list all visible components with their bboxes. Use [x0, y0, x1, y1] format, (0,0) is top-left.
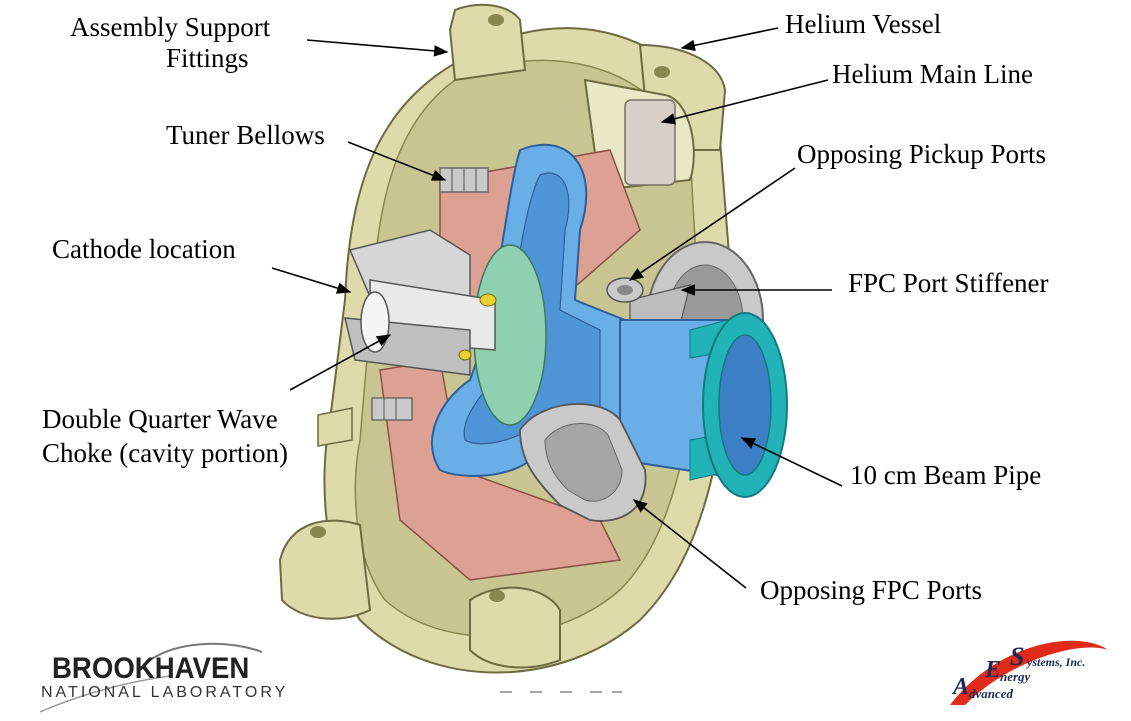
- helium-main-line-collar: [624, 99, 676, 186]
- leader-fpc-ports: [632, 499, 747, 589]
- aes-systems: ystems, Inc.: [1027, 655, 1086, 669]
- aes-swoosh-icon: [950, 640, 1108, 705]
- bnl-logo-name: BROOKHAVEN: [52, 652, 250, 685]
- tuner-bellows-lower: [371, 397, 413, 421]
- leader-cathode-location: [271, 267, 352, 294]
- opposing-fpc-port-bore: [544, 423, 623, 502]
- beam-pipe-flange: [689, 312, 788, 498]
- label-tuner-bellows: Tuner Bellows: [166, 120, 325, 150]
- leader-helium-vessel: [680, 27, 779, 51]
- label-opposing-fpc-ports: Opposing FPC Ports: [760, 575, 983, 605]
- top-fitting-bore: [488, 14, 504, 26]
- label-cathode-location: Cathode location: [52, 234, 236, 264]
- cathode-stalk: [344, 229, 497, 376]
- lower-right-fitting-bore: [489, 590, 505, 602]
- label-beam-pipe: 10 cm Beam Pipe: [850, 460, 1042, 490]
- leader-dqw-choke: [289, 334, 392, 391]
- label-dqw-choke: Double Quarter Wave Choke (cavity portio…: [42, 402, 288, 470]
- top-support-fitting: [448, 3, 527, 82]
- bnl-swoosh-tail-icon: [39, 675, 171, 713]
- right-fitting-bore: [654, 66, 670, 78]
- aes-letter-a: A: [953, 674, 970, 700]
- label-helium-vessel: Helium Vessel: [785, 9, 942, 39]
- left-support-tab: [317, 407, 353, 447]
- aes-letter-e: E: [985, 657, 1002, 683]
- leader-tuner-bellows: [347, 141, 447, 181]
- bnl-swoosh-icon: [149, 642, 263, 661]
- leader-pickup-ports: [628, 167, 796, 281]
- label-helium-main-line: Helium Main Line: [832, 59, 1033, 89]
- label-fpc-port-stiffener: FPC Port Stiffener: [848, 268, 1049, 298]
- pickup-port-bore: [617, 285, 633, 295]
- leader-assembly-support: [306, 39, 449, 57]
- lower-left-fitting-bore: [310, 526, 326, 538]
- bnl-logo-subtitle: NATIONAL LABORATORY: [41, 684, 289, 701]
- aes-dvanced: dvanced: [969, 686, 1014, 701]
- leader-beam-pipe: [740, 437, 843, 487]
- aes-nergy: nergy: [1000, 669, 1031, 684]
- leader-helium-main-line: [660, 79, 829, 125]
- lower-left-fitting: [278, 519, 372, 620]
- label-dqw-choke-line1: Double Quarter Wave: [42, 404, 278, 434]
- label-opposing-pickup-ports: Opposing Pickup Ports: [797, 139, 1047, 169]
- aes-letter-s: S: [1010, 642, 1025, 671]
- tuner-bellows-upper: [439, 167, 489, 193]
- label-assembly-support-fittings: Assembly Support Fittings: [70, 12, 270, 74]
- label-assembly-support-line1: Assembly Support: [70, 12, 271, 42]
- label-assembly-support-line2: Fittings: [166, 43, 249, 73]
- leader-lines: [271, 27, 843, 589]
- label-dqw-choke-line2: Choke (cavity portion): [42, 438, 288, 468]
- lower-right-fitting: [469, 586, 561, 669]
